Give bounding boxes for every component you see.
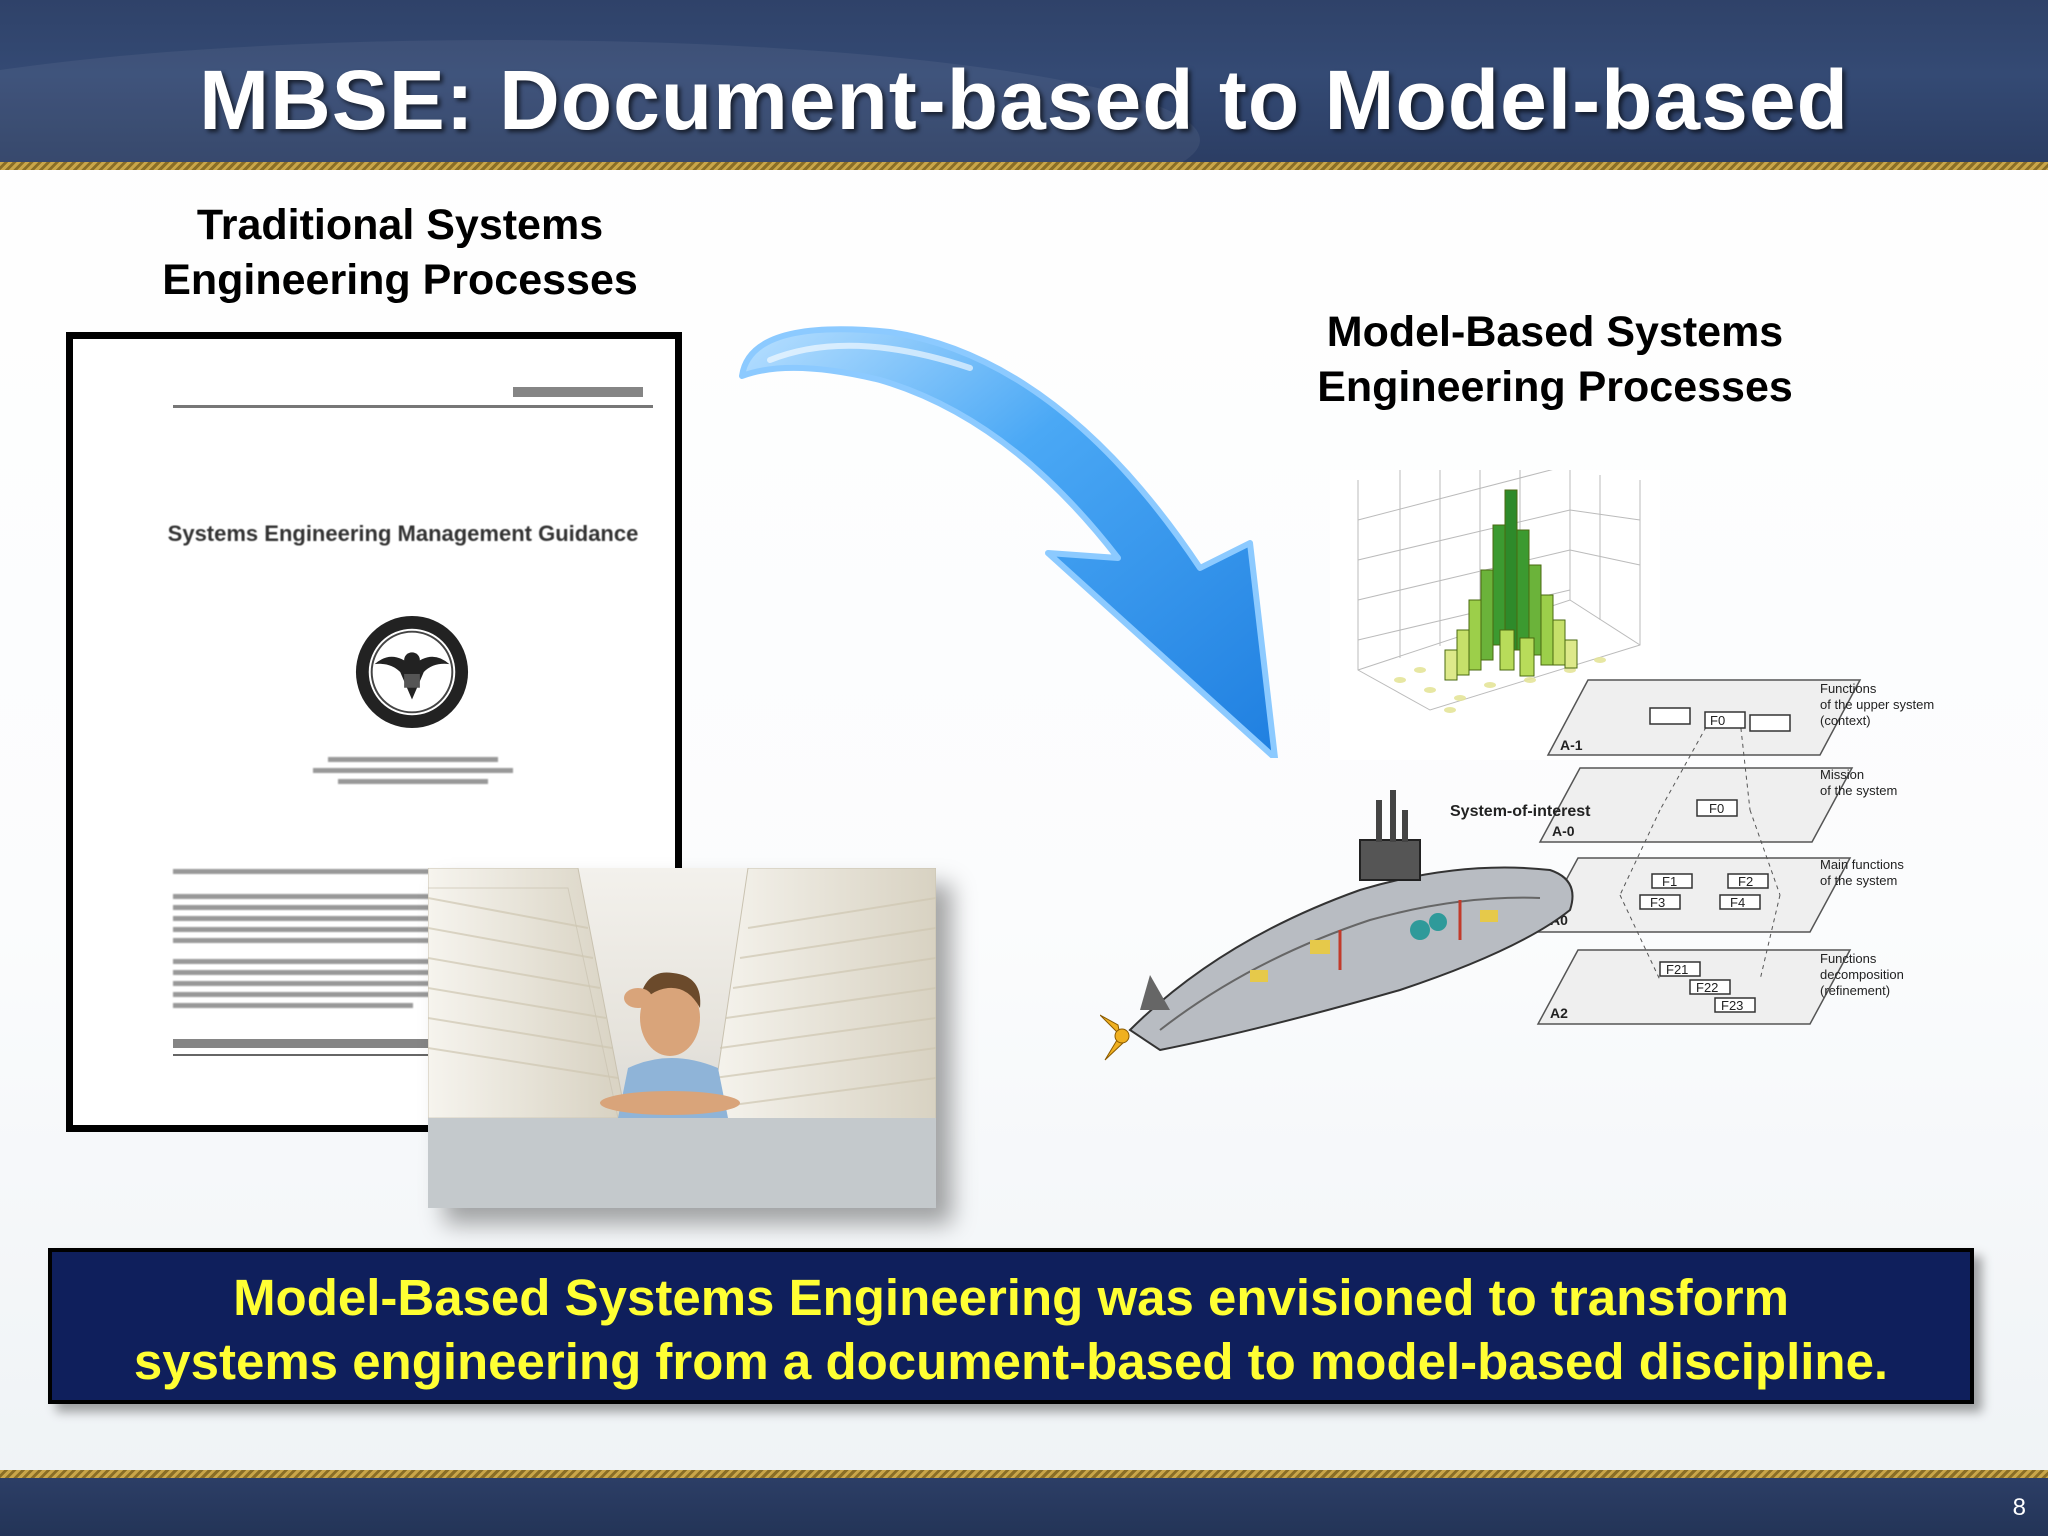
slide-header — [0, 0, 2048, 166]
layer-a-0-label: A-0 — [1552, 823, 1575, 839]
document-footer-text — [173, 1039, 433, 1048]
header-gold-rule — [0, 162, 2048, 170]
document-caption-block — [173, 757, 653, 790]
caption-upper-2: of the upper system — [1820, 697, 1934, 712]
caption-upper-1: Functions — [1820, 681, 1877, 696]
slide-footer — [0, 1478, 2048, 1536]
traditional-heading: Traditional Systems Engineering Processe… — [120, 198, 680, 308]
func-f3: F3 — [1650, 895, 1665, 910]
traditional-heading-line1: Traditional Systems — [196, 201, 604, 249]
func-f21: F21 — [1666, 962, 1688, 977]
submarine-cutaway-graphic — [1100, 790, 1574, 1061]
caption-main-1: Main functions — [1820, 857, 1904, 872]
dod-seal-icon — [355, 615, 469, 729]
mbse-heading-line2: Engineering Processes — [1317, 363, 1793, 411]
banner-line2: systems engineering from a document-base… — [133, 1333, 1889, 1390]
document-code — [513, 387, 643, 397]
func-f4: F4 — [1730, 895, 1745, 910]
layer-a2-label: A2 — [1550, 1005, 1568, 1021]
caption-upper-3: (context) — [1820, 713, 1871, 728]
summary-banner: Model-Based Systems Engineering was envi… — [48, 1248, 1974, 1404]
functional-layers-diagram: A-1 A-0 A0 A2 F0 F0 F1 F2 F3 F4 F21 F22 … — [1450, 679, 1934, 1025]
func-f2: F2 — [1738, 874, 1753, 889]
func-f0-upper: F0 — [1710, 713, 1725, 728]
system-of-interest-label: System-of-interest — [1450, 803, 1591, 820]
layer-captions: Functions of the upper system (context) … — [1820, 681, 1934, 998]
document-top-rule — [173, 405, 653, 408]
caption-mission-1: Mission — [1820, 767, 1864, 782]
caption-mission-2: of the system — [1820, 783, 1897, 798]
document-footer-rule — [173, 1054, 653, 1056]
func-f22: F22 — [1696, 980, 1718, 995]
caption-decomp-3: (refinement) — [1820, 983, 1890, 998]
func-f0-mission: F0 — [1709, 801, 1724, 816]
mbse-heading: Model-Based Systems Engineering Processe… — [1290, 305, 1820, 415]
footer-gold-rule — [0, 1470, 2048, 1478]
caption-decomp-2: decomposition — [1820, 967, 1904, 982]
traditional-heading-line2: Engineering Processes — [162, 256, 638, 304]
func-f1: F1 — [1662, 874, 1677, 889]
slide-title: MBSE: Document-based to Model-based — [199, 53, 1849, 147]
document-title: Systems Engineering Management Guidance — [167, 521, 639, 546]
model-illustration: A-1 A-0 A0 A2 F0 F0 F1 F2 F3 F4 F21 F22 … — [1100, 470, 1934, 1061]
function-labels: F0 F0 F1 F2 F3 F4 F21 F22 F23 — [1650, 713, 1753, 1013]
banner-line1: Model-Based Systems Engineering was envi… — [233, 1269, 1789, 1326]
mbse-heading-line1: Model-Based Systems — [1326, 308, 1784, 356]
paper-stack-photo — [428, 868, 936, 1208]
caption-main-2: of the system — [1820, 873, 1897, 888]
page-number: 8 — [2012, 1494, 2026, 1521]
curved-arrow-icon — [739, 326, 1278, 758]
document-body-text — [173, 869, 653, 1014]
func-f23: F23 — [1721, 998, 1743, 1013]
layer-labels: A-1 A-0 A0 A2 — [1550, 737, 1583, 1021]
caption-decomp-1: Functions — [1820, 951, 1877, 966]
layer-a-1-label: A-1 — [1560, 737, 1583, 753]
